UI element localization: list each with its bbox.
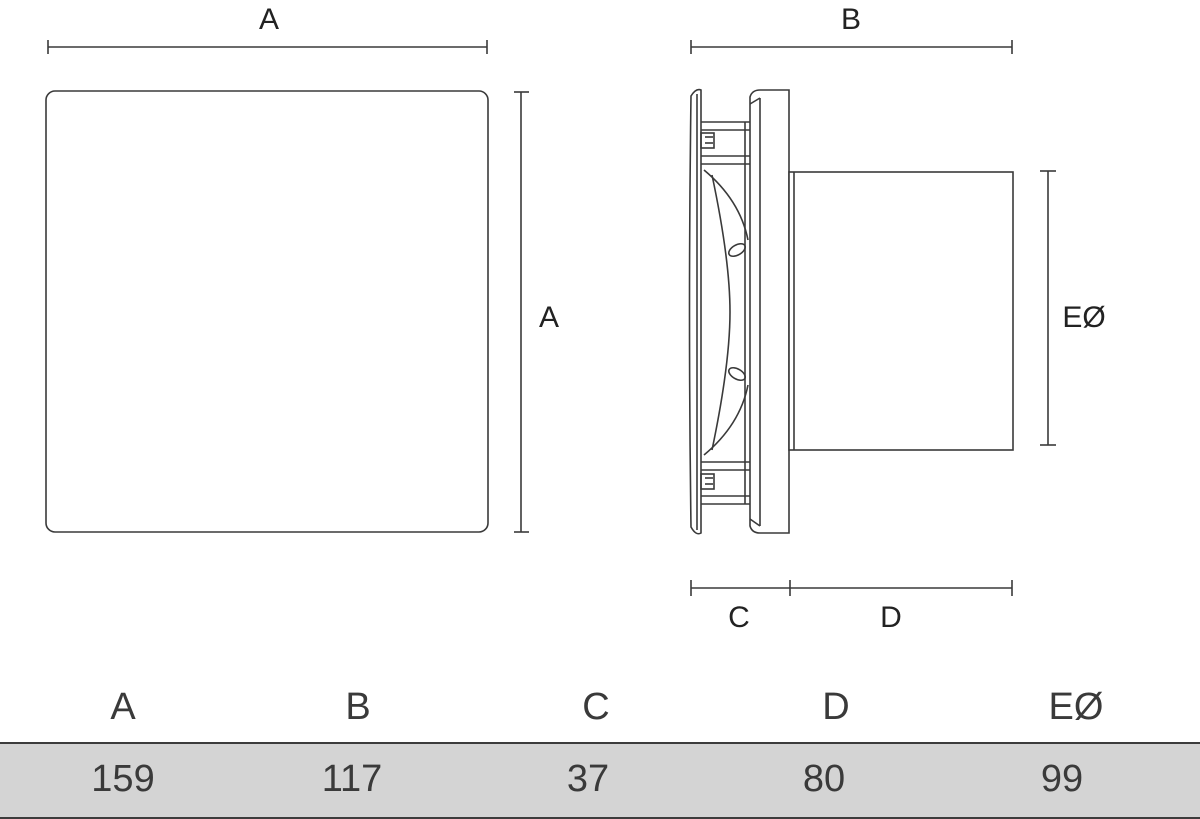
duct-diameter-label: EØ [1062, 301, 1105, 334]
plate-depth-dimension [690, 580, 791, 596]
duct-length-dimension [790, 580, 1013, 596]
side-view [688, 40, 1056, 596]
side-front-plate [688, 88, 702, 535]
table-header-e: EØ [1048, 686, 1104, 728]
duct-diameter-dimension [1040, 170, 1056, 446]
front-panel [45, 90, 489, 533]
front-view [45, 40, 529, 533]
side-depth-dimension [690, 40, 1013, 54]
table-header-c: C [582, 686, 610, 728]
table-value-b: 117 [321, 758, 383, 800]
front-height-dimension [514, 91, 529, 533]
table-value-a: 159 [91, 758, 155, 800]
table-value-d: 80 [802, 758, 846, 800]
table-value-c: 37 [566, 758, 610, 800]
front-width-dimension [47, 40, 488, 54]
front-height-label: A [539, 301, 559, 334]
side-housing [700, 121, 750, 505]
technical-drawing: A A B EØ C D [45, 3, 1106, 634]
plate-depth-label: C [728, 601, 750, 634]
side-duct [788, 171, 1014, 451]
duct-length-label: D [880, 601, 902, 634]
front-width-label: A [259, 3, 279, 36]
side-depth-label: B [841, 3, 861, 36]
dimensions-table: A B C D EØ 159 117 37 80 99 [0, 672, 1200, 819]
table-header-b: B [345, 686, 371, 728]
side-flange [749, 89, 790, 534]
table-value-row: 159 117 37 80 99 [0, 742, 1200, 819]
table-value-e: 99 [1040, 758, 1084, 800]
table-header-d: D [822, 686, 850, 728]
table-header-a: A [110, 686, 136, 728]
table-header-row: A B C D EØ [0, 672, 1200, 742]
